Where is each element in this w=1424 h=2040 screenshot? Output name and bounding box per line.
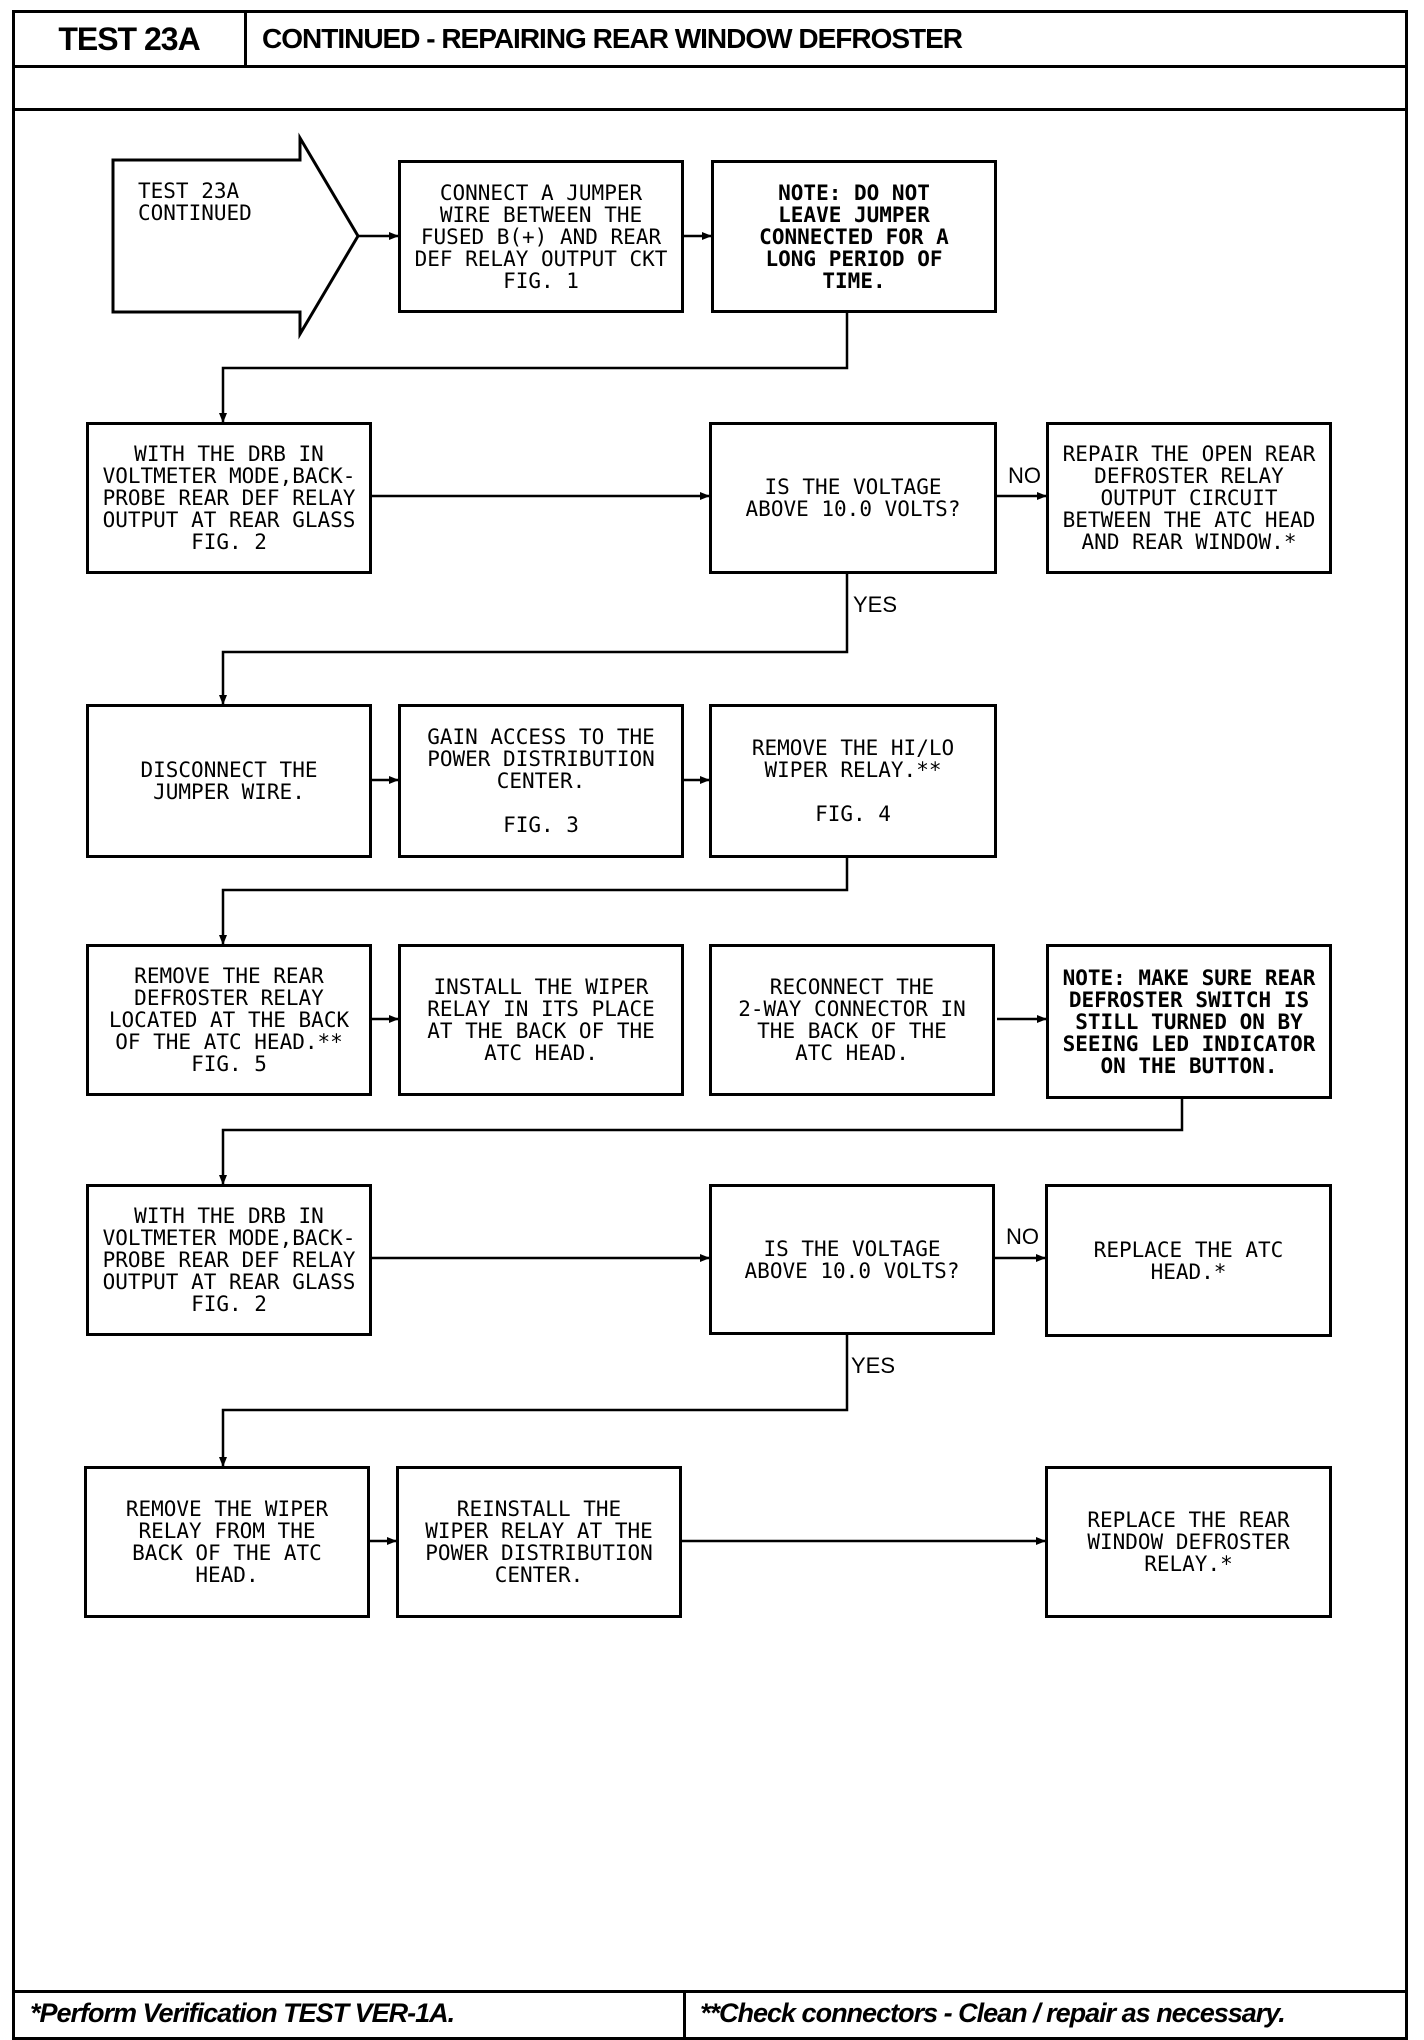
reinstall-wiper-step: REINSTALL THE WIPER RELAY AT THE POWER D… xyxy=(396,1466,682,1618)
footer-note-connectors: **Check connectors - Clean / repair as n… xyxy=(700,1998,1286,2028)
no-label-1: NO xyxy=(1008,463,1041,488)
start-label: TEST 23A CONTINUED xyxy=(138,179,252,225)
remove-wiper-step: REMOVE THE WIPER RELAY FROM THE BACK OF … xyxy=(84,1466,370,1618)
page-title: CONTINUED - REPAIRING REAR WINDOW DEFROS… xyxy=(262,23,963,54)
start-arrow-shape xyxy=(111,132,360,340)
replace-rear-relay: REPLACE THE REAR WINDOW DEFROSTER RELAY.… xyxy=(1045,1466,1332,1618)
gain-access-step: GAIN ACCESS TO THE POWER DISTRIBUTION CE… xyxy=(398,704,684,858)
replace-atc-head: REPLACE THE ATC HEAD.* xyxy=(1045,1184,1332,1337)
yes-label-2: YES xyxy=(851,1353,896,1378)
header-separator xyxy=(244,10,247,68)
drb-probe-step-1: WITH THE DRB IN VOLTMETER MODE,BACK- PRO… xyxy=(86,422,372,574)
footer-rule xyxy=(12,1990,1408,1993)
voltage-question-2: IS THE VOLTAGE ABOVE 10.0 VOLTS? xyxy=(709,1184,995,1335)
disconnect-jumper-step: DISCONNECT THE JUMPER WIRE. xyxy=(86,704,372,858)
header-row xyxy=(12,10,1408,68)
remove-rear-relay-step: REMOVE THE REAR DEFROSTER RELAY LOCATED … xyxy=(86,944,372,1096)
test-number: TEST 23A xyxy=(58,20,200,57)
voltage-question-1: IS THE VOLTAGE ABOVE 10.0 VOLTS? xyxy=(709,422,997,574)
note-led: NOTE: MAKE SURE REAR DEFROSTER SWITCH IS… xyxy=(1046,944,1332,1099)
remove-hilo-step: REMOVE THE HI/LO WIPER RELAY.** FIG. 4 xyxy=(709,704,997,858)
install-wiper-step: INSTALL THE WIPER RELAY IN ITS PLACE AT … xyxy=(398,944,684,1096)
no-label-2: NO xyxy=(1006,1224,1039,1249)
reconnect-step: RECONNECT THE 2-WAY CONNECTOR IN THE BAC… xyxy=(709,944,995,1096)
note-jumper: NOTE: DO NOT LEAVE JUMPER CONNECTED FOR … xyxy=(711,160,997,313)
footer-separator xyxy=(683,1993,686,2038)
yes-label-1: YES xyxy=(853,592,898,617)
jumper-step: CONNECT A JUMPER WIRE BETWEEN THE FUSED … xyxy=(398,160,684,313)
repair-open-circuit: REPAIR THE OPEN REAR DEFROSTER RELAY OUT… xyxy=(1046,422,1332,574)
drb-probe-step-2: WITH THE DRB IN VOLTMETER MODE,BACK- PRO… xyxy=(86,1184,372,1336)
header-underline xyxy=(12,108,1408,111)
footer-note-verification: *Perform Verification TEST VER-1A. xyxy=(30,1998,455,2028)
